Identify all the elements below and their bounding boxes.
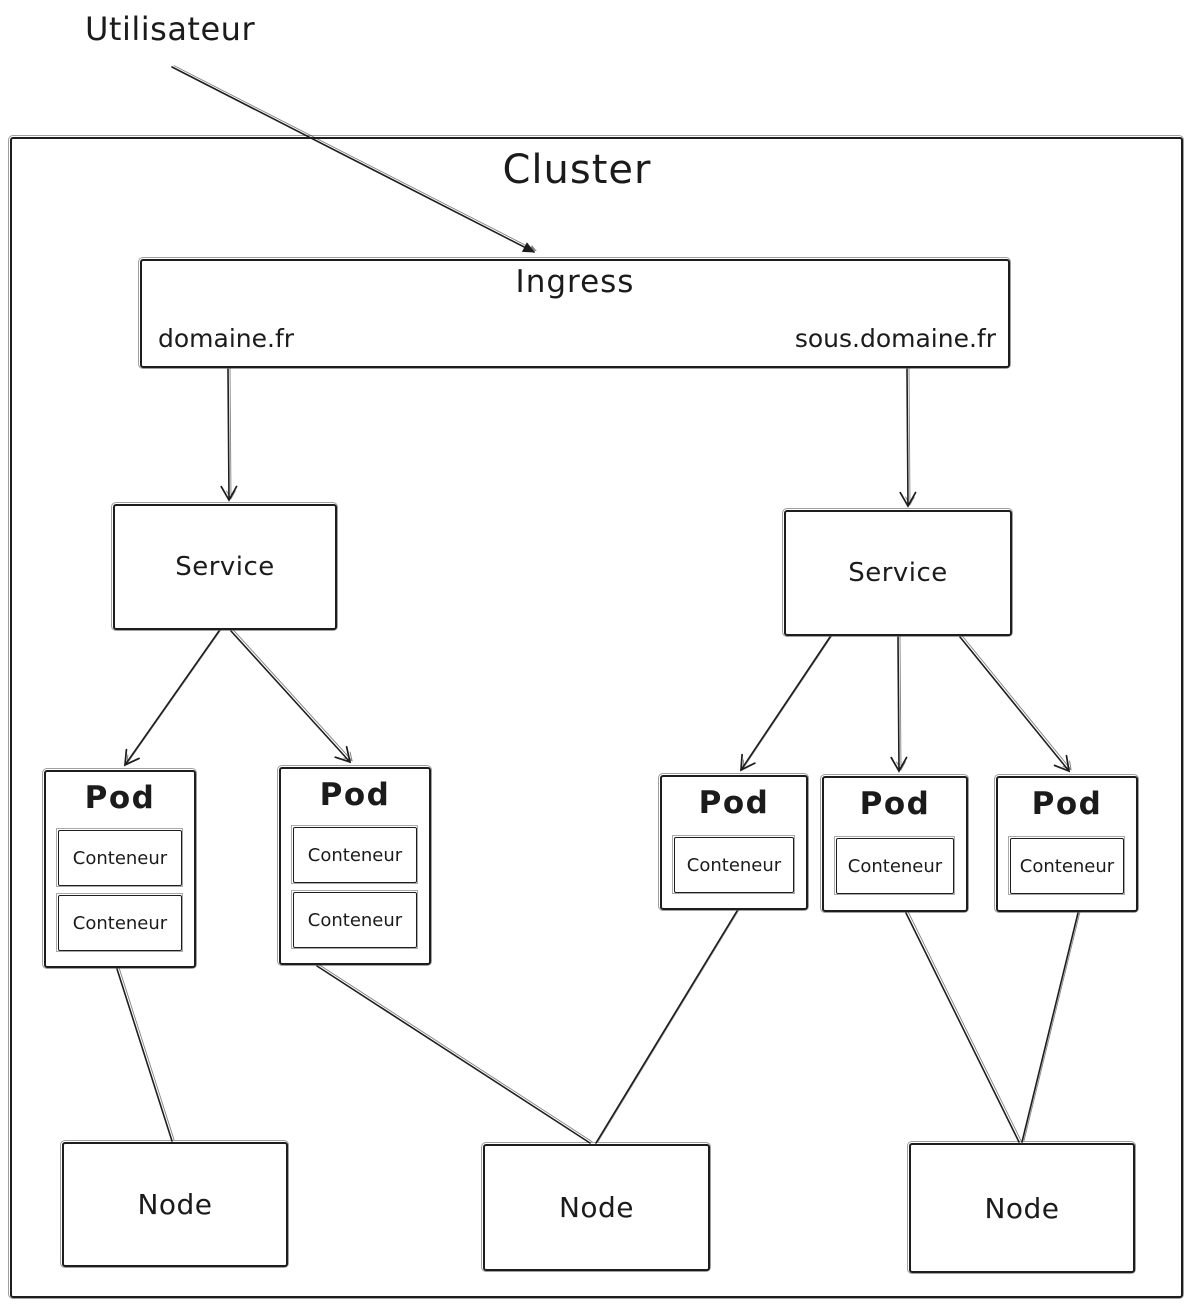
container-label: Conteneur	[72, 912, 168, 934]
service-label: Service	[175, 552, 275, 582]
pod-title: Pod	[84, 780, 156, 816]
ingress-box: Ingress domaine.fr sous.domaine.fr	[138, 257, 1011, 369]
node-label: Node	[984, 1191, 1060, 1225]
node-label: Node	[558, 1191, 635, 1224]
container-box: Conteneur	[672, 835, 795, 894]
container-label: Conteneur	[686, 854, 782, 876]
pod-box-2: Pod Conteneur Conteneur	[277, 765, 432, 966]
container-label: Conteneur	[1019, 855, 1115, 877]
ingress-rule-domaine: domaine.fr	[158, 324, 295, 353]
container-box: Conteneur	[291, 890, 418, 949]
container-label: Conteneur	[307, 844, 403, 866]
pod-title: Pod	[859, 786, 931, 822]
container-box: Conteneur	[291, 825, 418, 884]
container-label: Conteneur	[847, 855, 943, 877]
pod-box-4: Pod Conteneur	[820, 774, 969, 913]
pod-title: Pod	[319, 777, 391, 813]
container-box: Conteneur	[1008, 836, 1125, 895]
ingress-rule-sous-domaine: sous.domaine.fr	[794, 324, 996, 353]
pod-box-1: Pod Conteneur Conteneur	[42, 768, 197, 969]
ingress-title: Ingress	[515, 264, 635, 300]
node-label: Node	[137, 1188, 213, 1221]
pod-box-5: Pod Conteneur	[994, 774, 1139, 913]
container-label: Conteneur	[307, 909, 403, 931]
pod-box-3: Pod Conteneur	[658, 773, 809, 911]
node-box-2: Node	[481, 1142, 711, 1272]
service-label: Service	[848, 558, 948, 588]
container-box: Conteneur	[56, 893, 183, 952]
node-box-1: Node	[60, 1140, 289, 1268]
node-box-3: Node	[907, 1141, 1136, 1274]
user-label: Utilisateur	[85, 10, 256, 48]
cluster-title: Cluster	[502, 147, 652, 193]
pod-title: Pod	[698, 785, 770, 821]
container-label: Conteneur	[72, 847, 168, 869]
pod-title: Pod	[1031, 786, 1103, 822]
container-box: Conteneur	[56, 828, 183, 887]
service-box-1: Service	[111, 502, 338, 631]
service-box-2: Service	[782, 508, 1013, 637]
container-box: Conteneur	[834, 836, 955, 895]
